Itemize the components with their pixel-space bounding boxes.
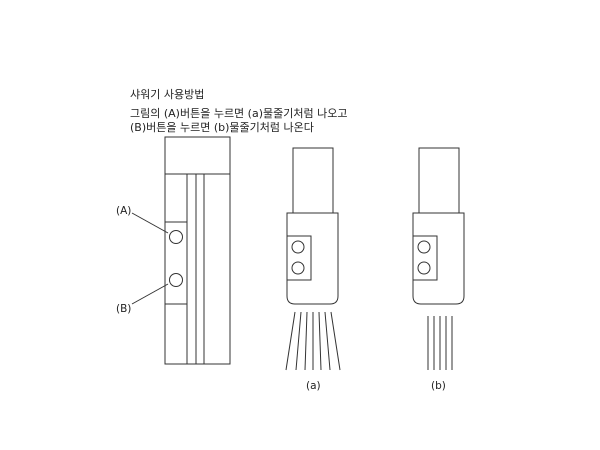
leader-line-a: [131, 212, 169, 234]
head-a-neck: [292, 147, 334, 214]
label-button-b: (B): [116, 303, 131, 315]
head-a-body: [286, 212, 339, 305]
handle-top-cap: [164, 136, 231, 175]
head-a-button-bottom: [291, 261, 305, 275]
shower-head-a: [285, 147, 341, 371]
label-button-a: (A): [116, 205, 131, 217]
head-b-body: [412, 212, 465, 305]
head-a-button-top: [291, 240, 305, 254]
shower-handle-large: [131, 136, 231, 365]
stream-a-spread: [285, 311, 341, 371]
head-b-button-bottom: [417, 261, 431, 275]
instruction-line-2: (B)버튼을 누르면 (b)물줄기처럼 나온다: [130, 121, 314, 134]
shower-head-b: [412, 147, 465, 370]
head-b-button-panel: [412, 235, 438, 281]
leader-line-b: [131, 283, 169, 305]
stream-b-straight: [427, 316, 453, 370]
instruction-line-1: 그림의 (A)버튼을 누르면 (a)물줄기처럼 나오고: [130, 107, 347, 120]
head-b-neck: [418, 147, 460, 214]
head-b-button-top: [417, 240, 431, 254]
label-stream-b: (b): [431, 380, 446, 392]
button-panel: [164, 221, 188, 305]
handle-body: [164, 173, 231, 365]
head-a-button-panel: [286, 235, 312, 281]
button-a[interactable]: [169, 230, 183, 244]
button-b[interactable]: [169, 273, 183, 287]
diagram-title: 샤워기 사용방법: [130, 88, 204, 101]
label-stream-a: (a): [306, 380, 321, 392]
